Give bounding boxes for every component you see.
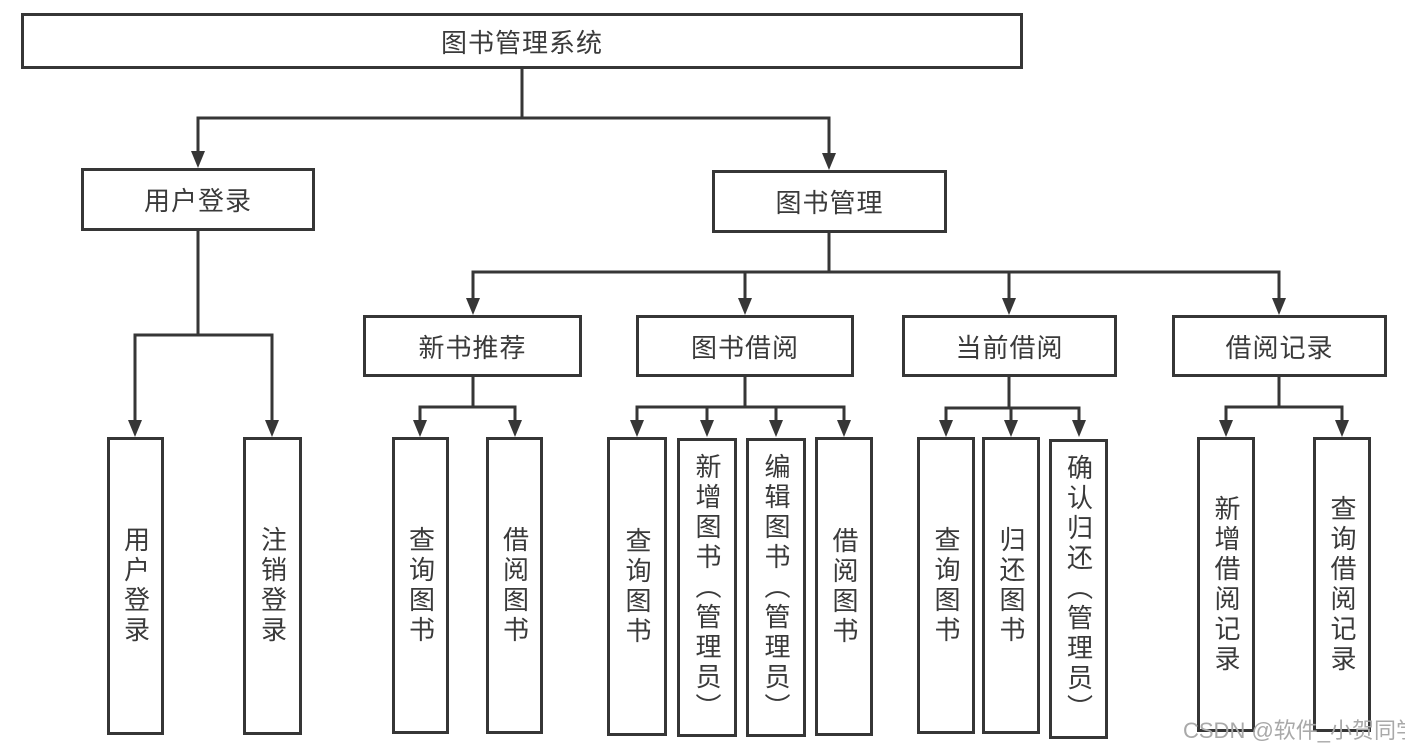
- csdn-watermark: CSDN @软件_小贺同学: [1183, 718, 1405, 743]
- leaf-query-borrow-record: 查询借阅记录: [1313, 437, 1371, 732]
- leaf-user-login-label: 用户登录: [120, 526, 151, 646]
- leaf-edit-book-admin-label: 编辑图书（管理员）: [761, 452, 791, 723]
- leaf-add-borrow-record-label: 新增借阅记录: [1211, 494, 1241, 675]
- leaf-confirm-return-admin-label: 确认归还（管理员）: [1063, 454, 1094, 724]
- leaf-query-books-current: 查询图书: [917, 437, 975, 734]
- leaf-borrow-books-recommend: 借阅图书: [486, 437, 543, 734]
- leaf-confirm-return-admin: 确认归还（管理员）: [1049, 439, 1108, 739]
- leaf-logout-label: 注销登录: [257, 526, 288, 646]
- leaf-add-book-admin-label: 新增图书（管理员）: [692, 452, 722, 723]
- leaf-query-books-recommend-label: 查询图书: [405, 525, 436, 646]
- leaf-logout: 注销登录: [243, 437, 302, 735]
- node-book-management: 图书管理: [712, 170, 947, 233]
- node-user-login: 用户登录: [81, 168, 315, 231]
- arrowheads: [128, 151, 1349, 437]
- leaf-return-book-label: 归还图书: [996, 525, 1026, 646]
- leaf-query-books-current-label: 查询图书: [931, 525, 961, 646]
- node-root-system: 图书管理系统: [21, 13, 1023, 69]
- leaf-add-borrow-record: 新增借阅记录: [1197, 437, 1255, 732]
- node-borrow-records: 借阅记录: [1172, 315, 1387, 377]
- leaf-query-books-recommend: 查询图书: [392, 437, 449, 734]
- leaf-add-book-admin: 新增图书（管理员）: [677, 438, 737, 737]
- node-current-borrowing: 当前借阅: [902, 315, 1117, 377]
- leaf-query-books-borrowing: 查询图书: [607, 437, 667, 736]
- leaf-query-borrow-record-label: 查询借阅记录: [1327, 494, 1357, 675]
- node-new-book-recommend: 新书推荐: [363, 315, 582, 377]
- leaf-user-login: 用户登录: [107, 437, 164, 735]
- leaf-borrow-books-recommend-label: 借阅图书: [499, 525, 530, 646]
- leaf-query-books-borrowing-label: 查询图书: [622, 526, 652, 647]
- node-book-borrowing: 图书借阅: [636, 315, 854, 377]
- leaf-edit-book-admin: 编辑图书（管理员）: [746, 438, 806, 737]
- leaf-return-book: 归还图书: [982, 437, 1040, 734]
- leaf-borrow-books: 借阅图书: [815, 437, 873, 736]
- leaf-borrow-books-label: 借阅图书: [829, 526, 859, 647]
